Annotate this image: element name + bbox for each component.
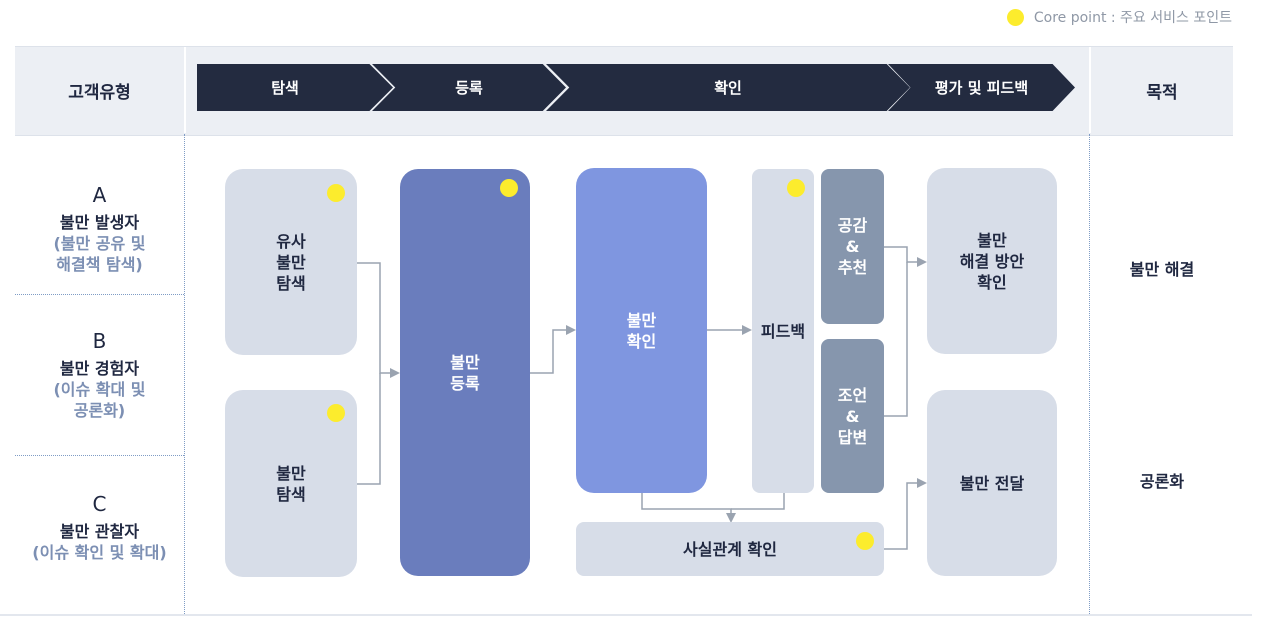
- stage-evaluate-feedback: 평가 및 피드백: [888, 64, 1075, 111]
- node-solution-check-label: 불만 해결 방안 확인: [959, 230, 1025, 292]
- core-point-icon: [500, 179, 518, 197]
- arrow-empathy-to-solution: [884, 246, 927, 267]
- stage-check: 확인: [546, 64, 910, 111]
- node-advice-answer: 조언 & 답변: [821, 339, 884, 493]
- arrow-similar-to-register: [357, 262, 400, 378]
- arrow-feedback-to-factcheck: [731, 493, 785, 510]
- node-empathy-recommend: 공감 & 추천: [821, 169, 884, 324]
- customer-type-b-letter: B: [92, 329, 107, 353]
- arrow-advice-to-solution: [884, 262, 908, 417]
- left-column-divider: [184, 134, 185, 614]
- node-advice-answer-label: 조언 & 답변: [837, 385, 868, 447]
- node-complaint-deliver-label: 불만 전달: [959, 473, 1025, 493]
- customer-type-a: A 불만 발생자 (불만 공유 및 해결책 탐색): [15, 185, 184, 275]
- bottom-rule: [0, 614, 1252, 616]
- customer-type-a-letter: A: [92, 183, 107, 207]
- node-solution-check: 불만 해결 방안 확인: [927, 168, 1057, 354]
- node-feedback-label: 피드백: [760, 321, 806, 341]
- customer-type-b-desc-2: 공론화): [73, 401, 126, 420]
- customer-type-c-letter: C: [92, 492, 107, 516]
- customer-type-a-name: 불만 발생자: [59, 213, 140, 232]
- node-empathy-recommend-label: 공감 & 추천: [837, 216, 868, 277]
- purpose-header: 목적: [1146, 82, 1178, 103]
- header-separator-left: [184, 47, 186, 133]
- customer-type-a-desc-2: 해결책 탐색): [56, 255, 143, 274]
- arrow-register-to-check: [530, 325, 576, 374]
- right-column-divider: [1089, 134, 1090, 614]
- customer-type-b-name: 불만 경험자: [59, 359, 140, 378]
- stage-register: 등록: [372, 64, 566, 111]
- customer-type-header: 고객유형: [68, 82, 131, 103]
- node-complaint-search-label: 불만 탐색: [276, 463, 306, 504]
- node-complaint-check: 불만 확인: [576, 168, 707, 493]
- customer-type-b-desc-1: (이슈 확대 및: [53, 380, 146, 399]
- purpose-resolve: 불만 해결: [1129, 260, 1195, 279]
- node-complaint-check-label: 불만 확인: [626, 310, 657, 351]
- customer-type-c-name: 불만 관찰자: [59, 522, 140, 541]
- node-complaint-deliver: 불만 전달: [927, 390, 1057, 576]
- node-fact-check-label: 사실관계 확인: [683, 539, 777, 559]
- arrow-search-to-register: [357, 373, 381, 485]
- customer-type-b: B 불만 경험자 (이슈 확대 및 공론화): [15, 331, 184, 421]
- node-complaint-register: 불만 등록: [400, 169, 530, 576]
- customer-type-c: C 불만 관찰자 (이슈 확인 및 확대): [15, 494, 184, 563]
- core-point-icon: [787, 179, 805, 197]
- node-fact-check: 사실관계 확인: [576, 522, 884, 576]
- node-complaint-register-label: 불만 등록: [450, 352, 480, 393]
- header-separator-right: [1089, 47, 1091, 133]
- stage-explore: 탐색: [197, 64, 393, 111]
- core-point-icon: [856, 532, 874, 550]
- stage-explore-label: 탐색: [271, 79, 299, 97]
- arrow-factcheck-to-deliver: [884, 478, 927, 550]
- node-feedback: 피드백: [752, 169, 814, 493]
- customer-type-c-desc-1: (이슈 확인 및 확대): [32, 543, 167, 562]
- row-divider-2: [15, 455, 184, 456]
- node-similar-complaint-search-label: 유사 불만 탐색: [276, 231, 306, 293]
- arrow-check-to-factcheck: [641, 493, 736, 523]
- row-divider-1: [15, 294, 184, 295]
- core-point-icon: [327, 404, 345, 422]
- stage-register-label: 등록: [455, 79, 483, 97]
- stage-check-label: 확인: [714, 79, 742, 97]
- purpose-publicize: 공론화: [1139, 472, 1185, 491]
- stage-evaluate-feedback-label: 평가 및 피드백: [934, 79, 1029, 97]
- core-point-legend-label: Core point : 주요 서비스 포인트: [1033, 10, 1232, 26]
- customer-type-a-desc-1: (불만 공유 및: [53, 234, 146, 253]
- core-point-legend: Core point : 주요 서비스 포인트: [1006, 6, 1232, 28]
- core-point-icon: [327, 184, 345, 202]
- core-point-icon: [1006, 8, 1024, 26]
